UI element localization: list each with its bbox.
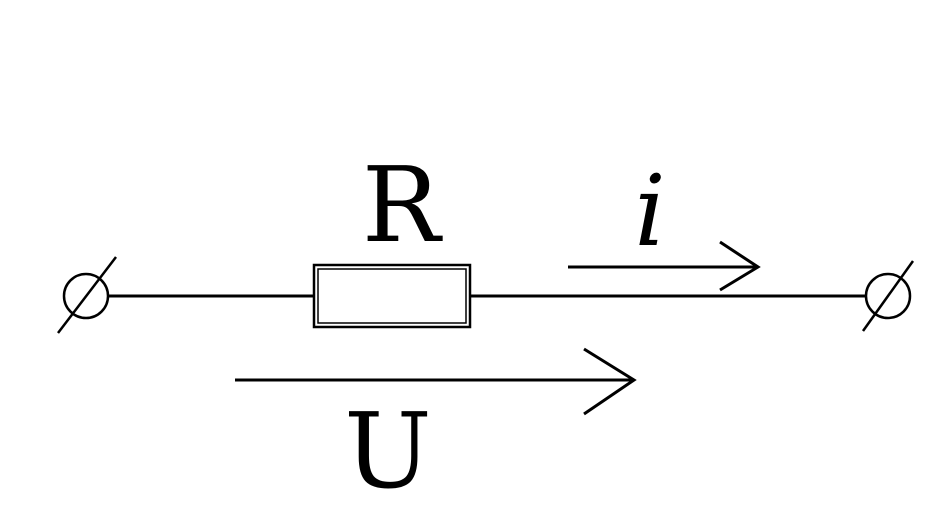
resistor xyxy=(312,263,472,329)
voltage-arrow-head xyxy=(583,347,637,416)
resistor-inner-outline xyxy=(317,268,467,324)
right-terminal xyxy=(861,260,915,332)
left-terminal xyxy=(57,256,117,334)
resistor-body xyxy=(312,263,472,329)
resistor-label: R xyxy=(362,144,443,266)
right-terminal-slash xyxy=(861,260,915,332)
current-label: i xyxy=(634,155,665,269)
left-terminal-slash xyxy=(57,256,117,334)
voltage-arrow xyxy=(235,347,637,416)
current-arrow xyxy=(568,240,761,292)
voltage-label: U xyxy=(344,390,432,512)
current-arrow-head xyxy=(719,240,761,292)
